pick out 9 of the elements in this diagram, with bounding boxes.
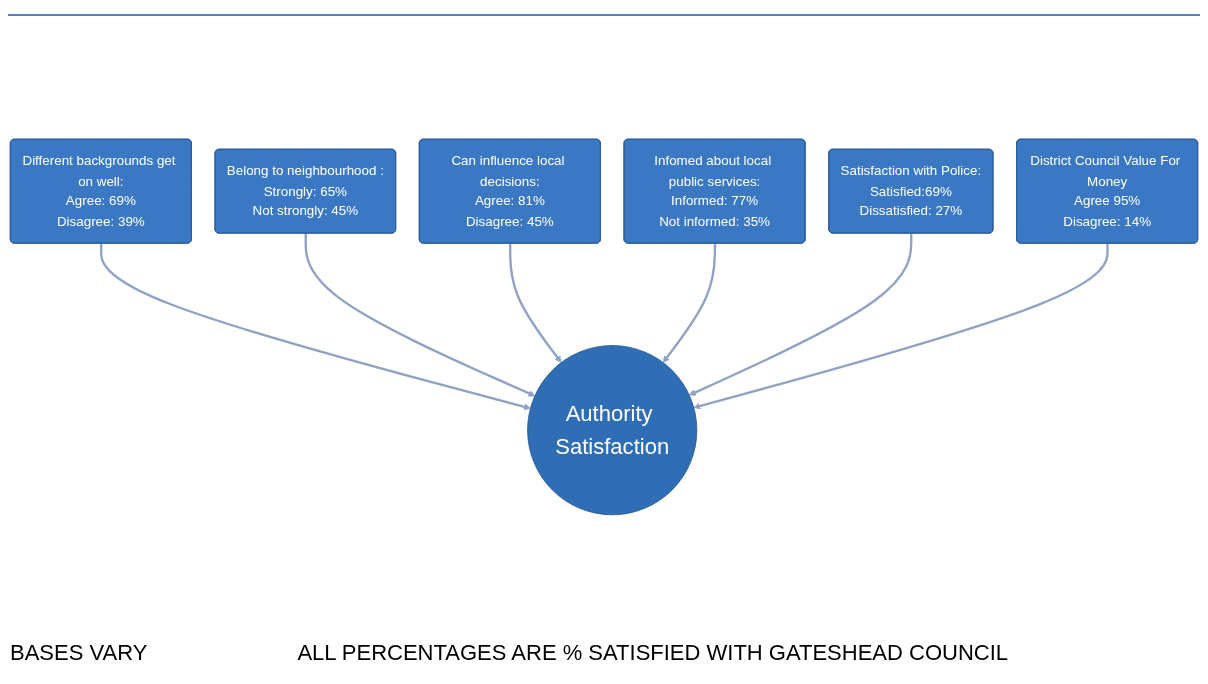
arrow bbox=[509, 243, 562, 363]
arrow bbox=[662, 243, 717, 363]
arrow bbox=[688, 233, 913, 396]
footnote-text: ALL PERCENTAGES ARE % SATISFIED WITH GATESHEAD COUNCIL bbox=[297, 640, 1009, 666]
node-circle: Authority Satisfaction bbox=[527, 345, 698, 516]
footnote-text: BASES VARY bbox=[10, 640, 148, 666]
arrow bbox=[304, 233, 536, 397]
arrow bbox=[100, 243, 531, 411]
arrow bbox=[693, 243, 1109, 410]
